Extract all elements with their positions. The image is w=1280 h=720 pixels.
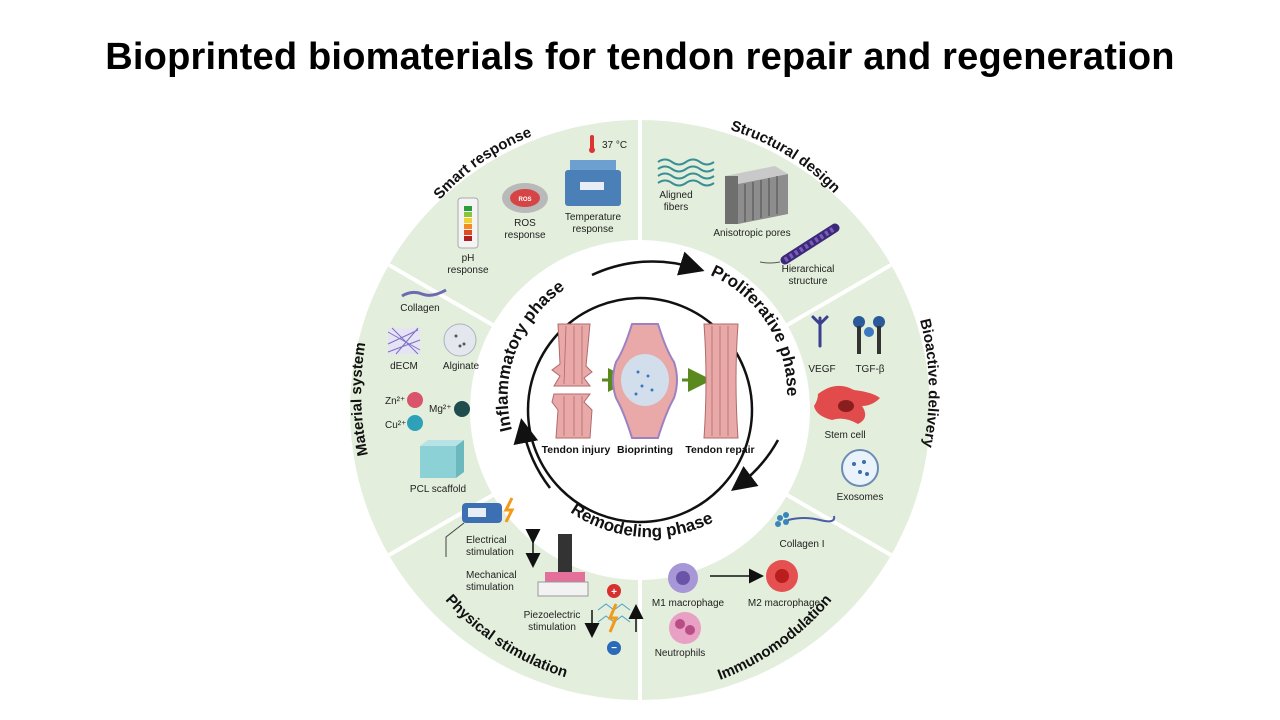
alginate-icon xyxy=(443,323,477,357)
temperature-value: 37 °C xyxy=(602,140,627,151)
ph-response-label: pH xyxy=(462,253,475,264)
collagen-fiber-icon xyxy=(401,288,447,298)
ros-mitochondria-icon xyxy=(502,183,548,213)
pcl-scaffold-label: PCL scaffold xyxy=(410,484,466,495)
bioprinting-label: Bioprinting xyxy=(617,444,673,456)
zinc-ion-icon xyxy=(407,392,423,408)
thermometer-icon xyxy=(589,135,595,153)
magnesium-ion-icon xyxy=(454,401,470,417)
tendon-repair-illustration xyxy=(703,323,739,439)
proliferative-to-remodeling-arrow xyxy=(731,439,780,492)
vegf-antibody-icon xyxy=(811,315,829,348)
copper-label: Cu²⁺ xyxy=(385,420,406,431)
bioprinting-illustration xyxy=(612,323,678,439)
piezoelectric-icon: + − xyxy=(584,584,644,655)
mechanical-stimulator-icon xyxy=(525,529,589,597)
ros-response-label: ROS xyxy=(514,218,536,229)
m2-macrophage-label: M2 macrophage xyxy=(748,598,821,609)
pcl-scaffold-icon xyxy=(420,440,464,478)
electrical-stimulator-icon xyxy=(445,497,515,557)
mechanical-stimulation-label: Mechanical xyxy=(466,570,517,581)
alginate-label: Alginate xyxy=(443,361,480,372)
zinc-label: Zn²⁺ xyxy=(385,396,405,407)
aligned-fibers-icon xyxy=(657,158,715,187)
remodeling-to-inflammatory-arrow xyxy=(513,418,551,489)
neutrophils-label: Neutrophils xyxy=(655,648,706,659)
hierarchical-structure-icon xyxy=(759,223,840,265)
electrical-stimulation-label-2: stimulation xyxy=(466,547,514,558)
section-material-system: Material system xyxy=(348,341,372,457)
tendon-injury-illustration xyxy=(551,323,593,439)
collagen-label: Collagen xyxy=(400,303,439,314)
temperature-response-label-2: response xyxy=(572,224,614,235)
m1-macrophage-label: M1 macrophage xyxy=(652,598,725,609)
hierarchical-structure-label: Hierarchical xyxy=(782,264,835,275)
piezoelectric-stimulation-label: Piezoelectric xyxy=(524,610,581,621)
magnesium-label: Mg²⁺ xyxy=(429,404,452,415)
incubator-icon xyxy=(565,160,621,206)
copper-ion-icon xyxy=(407,415,423,431)
vegf-label: VEGF xyxy=(808,364,835,375)
hierarchical-structure-label-2: structure xyxy=(789,276,828,287)
electrical-stimulation-label: Electrical xyxy=(466,535,507,546)
svg-text:−: − xyxy=(611,643,617,654)
aligned-fibers-label-2: fibers xyxy=(664,202,688,213)
stem-cell-label: Stem cell xyxy=(824,430,865,441)
neutrophils-icon xyxy=(669,612,701,644)
tgf-beta-receptor-icon xyxy=(853,316,885,354)
ros-response-label-2: response xyxy=(504,230,546,241)
ros-badge: ROS xyxy=(518,197,531,203)
anisotropic-pores-label: Anisotropic pores xyxy=(713,228,790,239)
phase-ring-inner-line xyxy=(526,296,754,524)
m1-macrophage-icon xyxy=(668,563,698,593)
piezoelectric-stimulation-label-2: stimulation xyxy=(528,622,576,633)
collagen-i-label: Collagen I xyxy=(779,539,824,550)
inflammatory-to-proliferative-arrow xyxy=(591,251,705,277)
mechanical-stimulation-label-2: stimulation xyxy=(466,582,514,593)
aligned-fibers-label: Aligned xyxy=(659,190,692,201)
stem-cell-icon xyxy=(814,385,880,424)
tendon-repair-label: Tendon repair xyxy=(685,444,754,456)
decm-label: dECM xyxy=(390,361,418,372)
tendon-injury-label: Tendon injury xyxy=(542,444,611,456)
anisotropic-pores-icon xyxy=(725,166,788,224)
ph-response-label-2: response xyxy=(447,265,489,276)
m2-macrophage-icon xyxy=(766,560,798,592)
exosomes-label: Exosomes xyxy=(837,492,884,503)
svg-text:+: + xyxy=(611,587,617,598)
decm-icon xyxy=(387,327,421,355)
tendon-repair-diagram: Smart response Structural design Bioacti… xyxy=(348,118,940,700)
collagen-i-icon xyxy=(775,512,836,527)
exosomes-icon xyxy=(841,449,879,487)
ph-strip-icon xyxy=(457,197,479,249)
page-title: Bioprinted biomaterials for tendon repai… xyxy=(105,36,1175,78)
tgf-beta-label: TGF-β xyxy=(855,364,884,375)
temperature-response-label: Temperature xyxy=(565,212,622,223)
